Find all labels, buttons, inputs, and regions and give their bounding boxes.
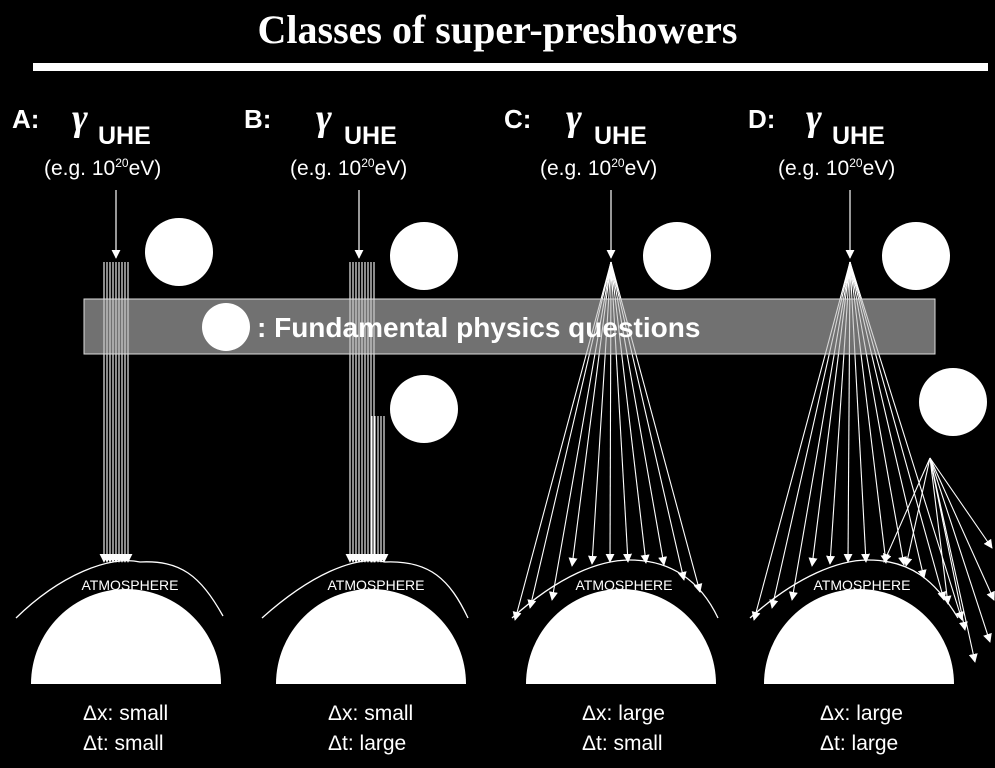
panel-b-label: B: [244,104,272,134]
shower-arrow-d-secondary [929,457,978,663]
panel-b-uhe: UHE [344,122,397,150]
panel-d-energy: (e.g. 1020eV) [778,156,896,180]
panel-a-uhe: UHE [98,122,151,150]
title-underline [33,63,988,71]
atmosphere-curve-c [511,559,719,619]
earth-b [276,589,466,684]
panel-a-gamma: γ [72,97,88,139]
shower-arrow-d-secondary [929,457,995,601]
panel-a-dt: Δt: small [83,732,164,755]
atmosphere-label-b: ATMOSPHERE [328,577,425,593]
panel-a-label: A: [12,104,40,134]
shower-arrow-d-secondary [903,457,931,567]
panel-c-gamma: γ [566,97,582,139]
question-circle-c [643,222,711,290]
panel-d-gamma: γ [806,97,822,139]
panel-d-label: D: [748,104,776,134]
shower-arrow-d-secondary [929,457,992,643]
earth-c [526,589,716,684]
panel-d-dx: Δx: large [820,702,903,725]
shower-arrow-d-secondary [929,457,952,605]
question-circle-d-upper [882,222,950,290]
atmosphere-label-c: ATMOSPHERE [576,577,673,593]
banner-text: : Fundamental physics questions [257,312,700,343]
question-circle-d-lower [919,368,987,436]
question-circle-a [145,218,213,286]
panel-a-dx: Δx: small [83,702,169,725]
panel-b-gamma: γ [316,97,332,139]
earth-a [31,589,221,684]
shower-arrow-d-secondary [929,457,993,549]
banner-circle [202,303,250,351]
atmosphere-curve-d [749,559,959,619]
atmosphere-label-a: ATMOSPHERE [82,577,179,593]
panel-c-dx: Δx: large [582,702,665,725]
panel-c-energy: (e.g. 1020eV) [540,156,658,180]
panel-c-uhe: UHE [594,122,647,150]
panel-b-dt: Δt: large [328,732,407,755]
earth-d [764,589,954,684]
panel-c-label: C: [504,104,532,134]
panel-a-energy: (e.g. 1020eV) [44,156,162,180]
panel-b-dx: Δx: small [328,702,414,725]
question-circle-b-upper [390,222,458,290]
shower-arrow-d-secondary [883,457,931,563]
atmosphere-curve-b [261,560,469,619]
page-title: Classes of super-preshowers [257,7,738,52]
panel-d-dt: Δt: large [820,732,899,755]
atmosphere-label-d: ATMOSPHERE [814,577,911,593]
panel-c-dt: Δt: small [582,732,663,755]
atmosphere-curve-a [15,560,224,619]
question-circle-b-lower [390,375,458,443]
panel-d-uhe: UHE [832,122,885,150]
panel-b-energy: (e.g. 1020eV) [290,156,408,180]
